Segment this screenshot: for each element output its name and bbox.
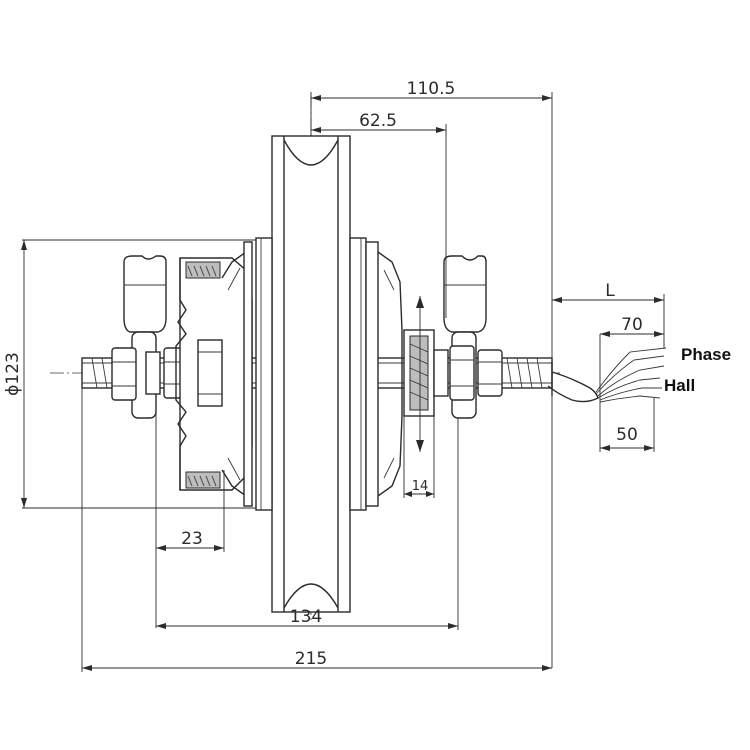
wire-labels: Phase Hall [664,345,731,395]
dimension-134: 134 [290,607,322,627]
phase-label: Phase [681,345,731,364]
wheel-rim [255,135,367,613]
dimension-texts: 110.5 62.5 ϕ123 L 70 50 23 14 134 215 [3,79,643,669]
dimension-lines [22,92,665,672]
right-hub-cover [365,241,435,507]
dimension-50: 50 [616,425,638,445]
left-hub-cover [175,241,253,507]
dimension-diameter-123: ϕ123 [3,352,23,396]
dimension-arrows [21,95,664,671]
dimension-215: 215 [295,649,327,669]
dimension-70: 70 [621,315,643,335]
hall-label: Hall [664,376,695,395]
dimension-14: 14 [412,479,429,494]
dimension-L: L [605,281,615,301]
right-axle-nuts [433,345,503,401]
dimension-110-5: 110.5 [407,79,456,99]
motor-cable [547,362,599,403]
dimension-23: 23 [181,529,203,549]
phase-hall-wires [595,347,667,403]
dimension-62-5: 62.5 [359,111,397,131]
